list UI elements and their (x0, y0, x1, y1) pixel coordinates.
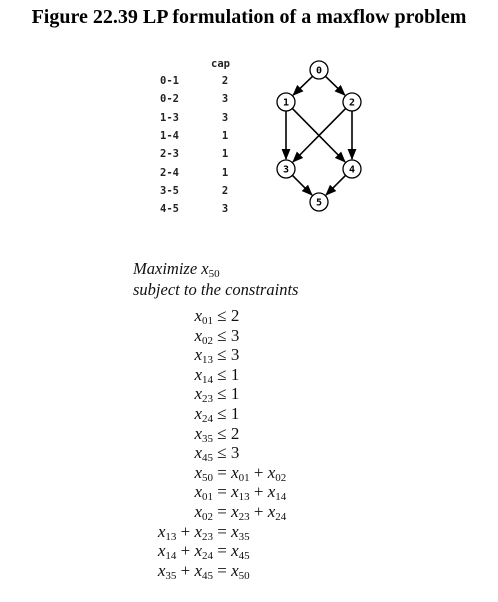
table-cap-value: 1 (221, 129, 229, 142)
table-edge-label: 1-4 (160, 129, 179, 142)
node-label: 0 (316, 66, 322, 77)
table-cap-value: 1 (221, 148, 229, 161)
node-0: 0 (309, 60, 329, 80)
node-3: 3 (276, 159, 296, 179)
table-edge-label: 2-3 (160, 148, 179, 161)
constraint-line: x35 + x45 = x50 (157, 560, 250, 582)
figure-title: Figure 22.39 LP formulation of a maxflow… (31, 6, 467, 28)
subject-to-line: subject to the constraints (133, 280, 299, 299)
table-cap-value: 3 (221, 203, 229, 216)
table-cap-value: 1 (221, 166, 229, 179)
constraint-line: x14 ≤ 1 (194, 364, 240, 386)
node-2: 2 (342, 92, 362, 112)
node-label: 2 (349, 98, 355, 109)
constraint-line: x02 ≤ 3 (194, 325, 240, 347)
edge-arrow-4-5 (325, 174, 347, 196)
edge-arrow-2-3 (292, 107, 347, 163)
table-edge-label: 0-1 (160, 75, 179, 87)
objective-var: x50 (201, 259, 220, 280)
constraint-line: x23 ≤ 1 (194, 384, 240, 406)
constraint-line: x50 = x01 + x02 (194, 462, 287, 484)
table-cap-value: 2 (221, 75, 229, 87)
objective-label: Maximize (133, 259, 198, 278)
node-label: 1 (283, 98, 289, 109)
constraint-line: x01 ≤ 2 (194, 306, 240, 327)
constraint-line: x14 + x24 = x45 (157, 541, 250, 563)
node-4: 4 (342, 159, 362, 179)
constraint-line: x45 ≤ 3 (194, 443, 240, 465)
node-5: 5 (309, 192, 329, 212)
node-label: 5 (316, 198, 322, 209)
table-cap-value: 3 (221, 93, 229, 106)
constraint-line: x13 + x23 = x35 (157, 521, 250, 543)
table-edge-label: 4-5 (160, 203, 179, 216)
constraint-line: x01 = x13 + x14 (194, 482, 287, 504)
table-cap-value: 3 (221, 111, 229, 124)
constraint-line: x02 = x23 + x24 (194, 502, 287, 523)
constraint-line: x35 ≤ 2 (194, 423, 240, 445)
cap-header: cap (211, 58, 230, 70)
edge-arrow-0-2 (324, 75, 346, 96)
table-edge-label: 1-3 (160, 111, 179, 124)
node-1: 1 (276, 92, 296, 112)
table-edge-label: 3-5 (160, 184, 179, 197)
edge-arrow-0-1 (292, 75, 314, 96)
node-label: 4 (349, 165, 355, 176)
node-label: 3 (283, 165, 289, 176)
table-cap-value: 2 (221, 184, 229, 197)
edge-arrow-3-5 (291, 174, 313, 196)
objective-line: Maximize x50 (133, 259, 220, 280)
flow-network-diagram: 0 1 2 3 4 5 (276, 60, 362, 212)
table-edge-label: 2-4 (160, 166, 179, 179)
constraint-line: x24 ≤ 1 (194, 404, 240, 425)
table-edge-label: 0-2 (160, 93, 179, 106)
constraint-line: x13 ≤ 3 (194, 345, 240, 367)
